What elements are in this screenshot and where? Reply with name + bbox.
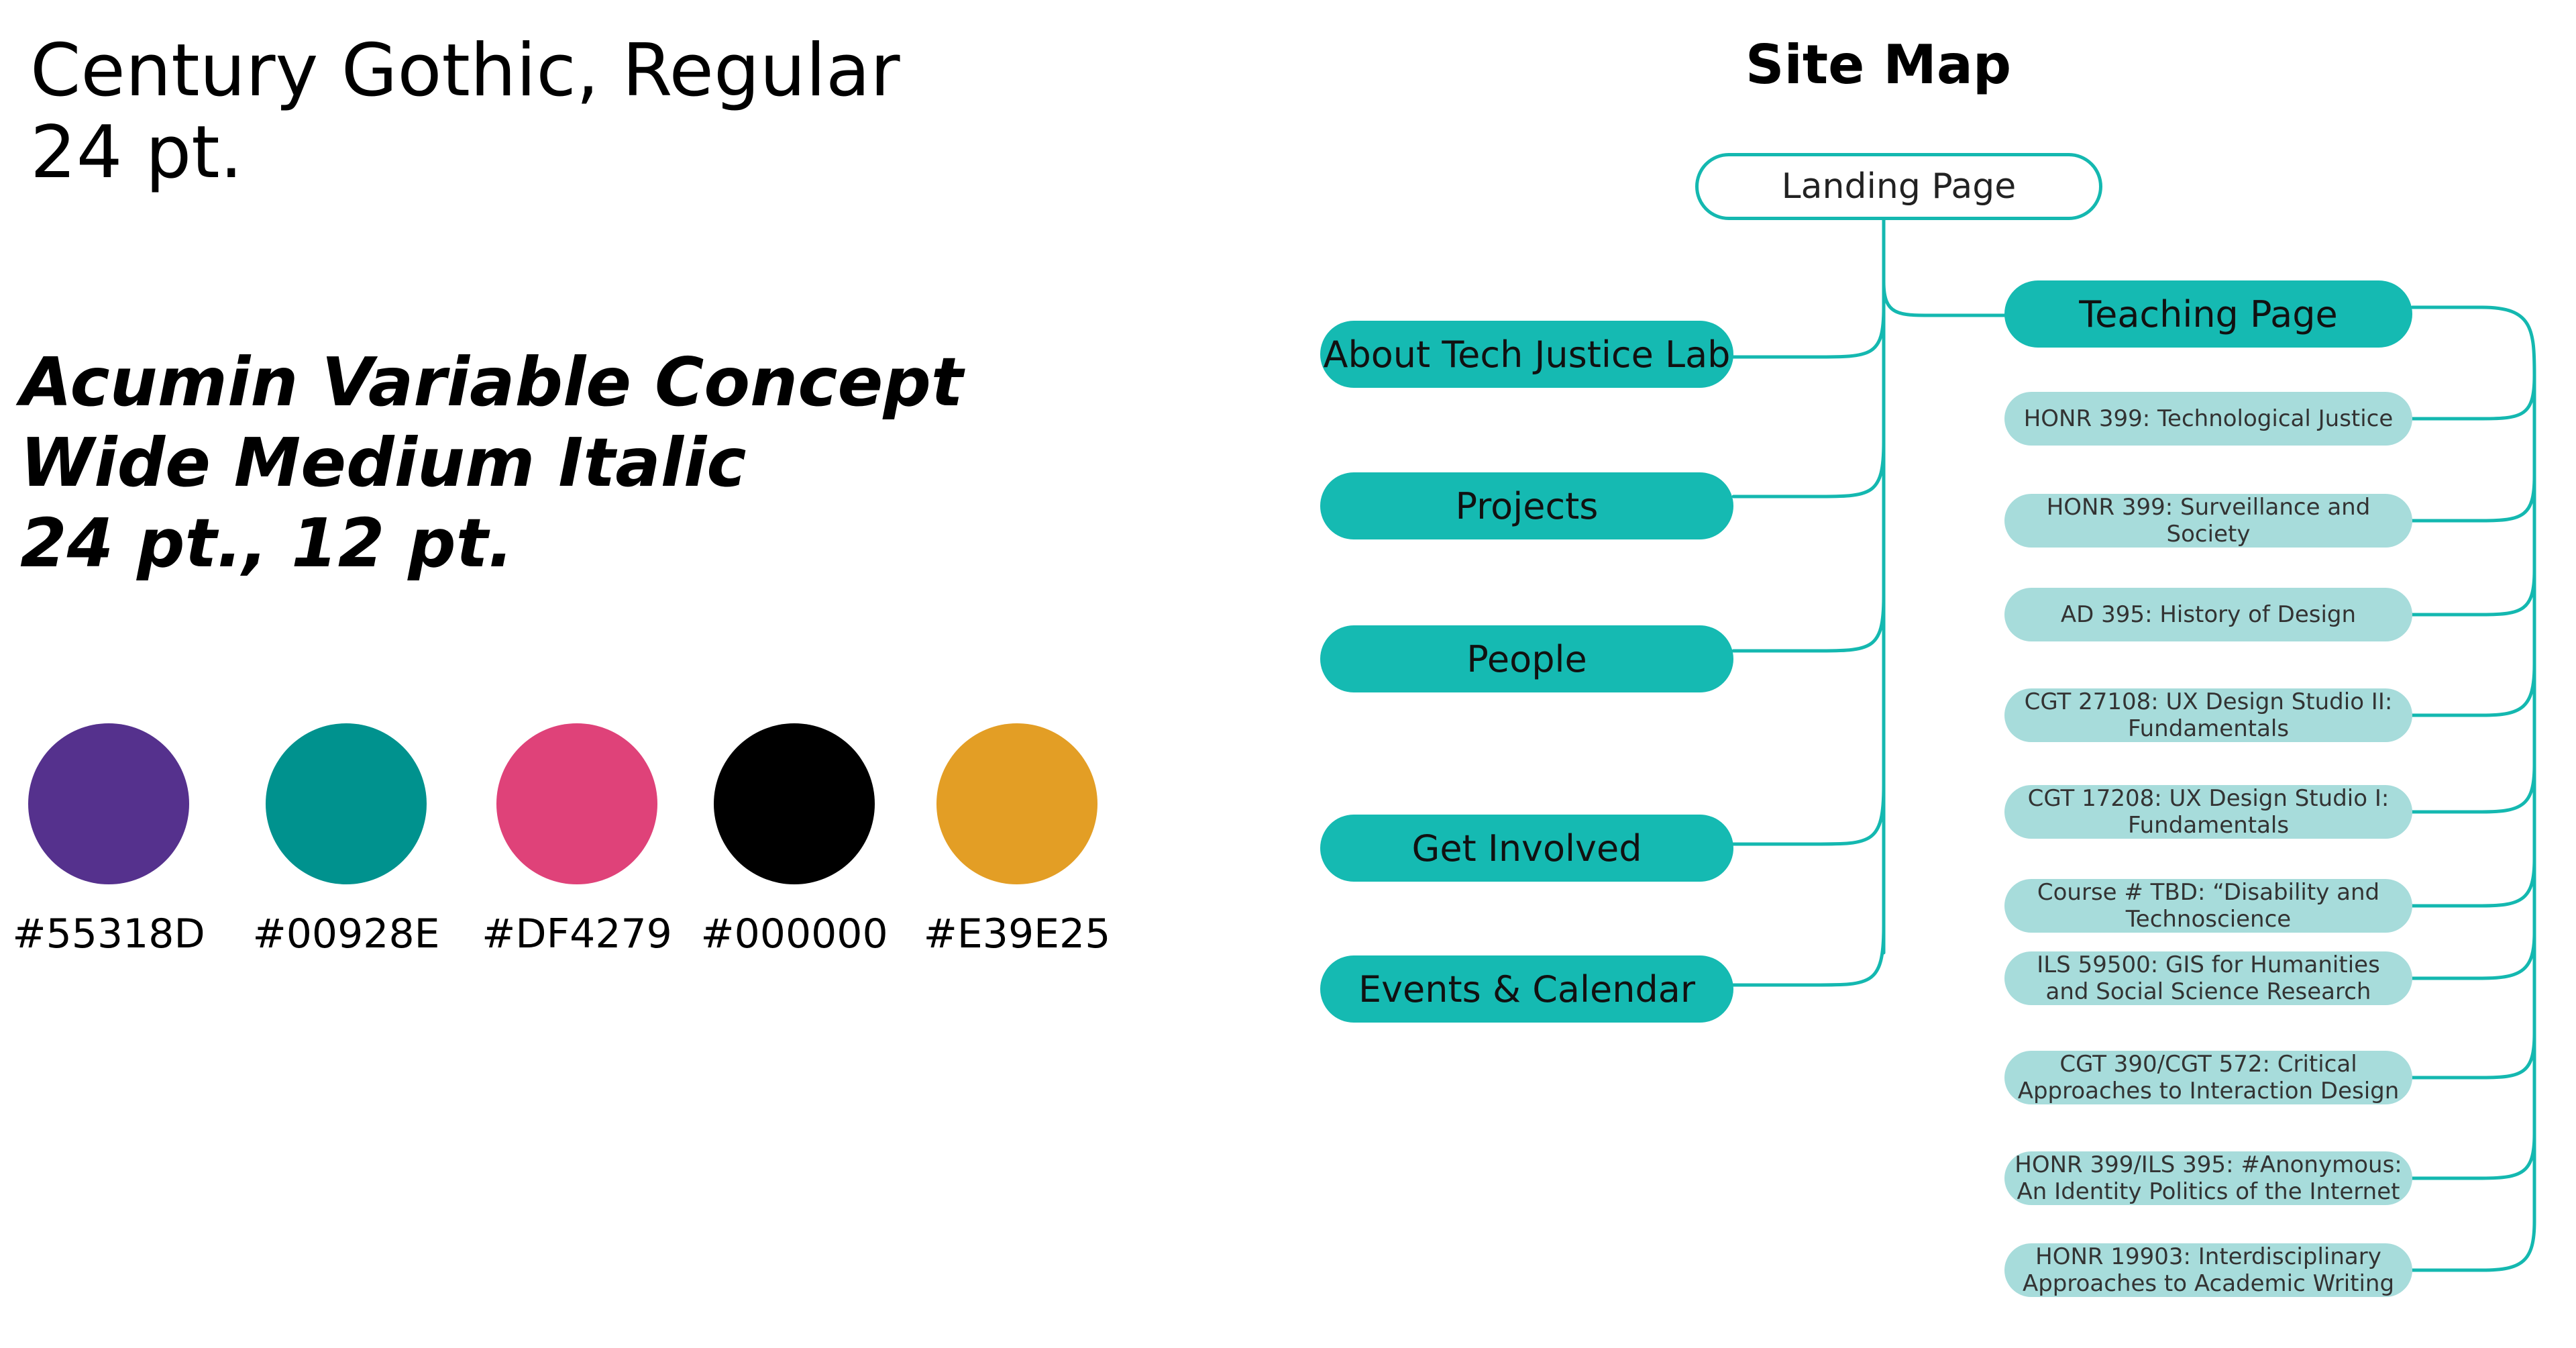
about-page-node[interactable]: About Tech Justice Lab xyxy=(1320,321,1733,388)
teaching-page-node[interactable]: Teaching Page xyxy=(2004,280,2412,348)
connector-course-3 xyxy=(2410,568,2536,617)
connector-course-5 xyxy=(2410,763,2536,814)
hex-code-teal: #00928E xyxy=(252,911,440,957)
color-swatch-purple xyxy=(28,723,189,884)
course-node[interactable]: ILS 59500: GIS for Humanities and Social… xyxy=(2004,951,2412,1005)
secondary-font-style: Wide Medium Italic xyxy=(20,423,747,502)
course-node[interactable]: HONR 399/ILS 395: #Anonymous: An Identit… xyxy=(2004,1151,2412,1205)
secondary-font-name: Acumin Variable Concept xyxy=(20,343,963,421)
connector-course-2 xyxy=(2410,474,2536,523)
projects-page-node[interactable]: Projects xyxy=(1320,472,1733,539)
course-node[interactable]: AD 395: History of Design xyxy=(2004,588,2412,641)
connector-projects xyxy=(1731,439,1886,499)
course-node[interactable]: HONR 399: Technological Justice xyxy=(2004,392,2412,446)
connector-course-8 xyxy=(2410,1031,2536,1080)
connector-course-1 xyxy=(2410,374,2536,421)
secondary-font-sizes: 24 pt., 12 pt. xyxy=(20,504,514,582)
course-node[interactable]: CGT 17208: UX Design Studio I: Fundament… xyxy=(2004,785,2412,839)
hex-code-pink: #DF4279 xyxy=(482,911,672,957)
course-node[interactable]: CGT 27108: UX Design Studio II: Fundamen… xyxy=(2004,688,2412,742)
color-swatch-pink xyxy=(496,723,657,884)
landing-page-node[interactable]: Landing Page xyxy=(1695,153,2102,220)
connector-course-6 xyxy=(2410,857,2536,908)
primary-font-spec: Century Gothic, Regular 24 pt. xyxy=(30,30,900,194)
course-spine xyxy=(2410,305,2536,1272)
primary-font-name: Century Gothic, Regular xyxy=(30,29,900,113)
primary-font-size: 24 pt. xyxy=(30,111,243,195)
course-node[interactable]: HONR 399: Surveillance and Society xyxy=(2004,494,2412,548)
hex-code-purple: #55318D xyxy=(12,911,205,957)
connector-course-4 xyxy=(2410,662,2536,717)
connector-teaching xyxy=(1882,280,2006,317)
connector-events xyxy=(1731,924,1886,987)
connector-course-7 xyxy=(2410,931,2536,980)
color-swatch-orange xyxy=(936,723,1097,884)
hex-code-black: #000000 xyxy=(700,911,888,957)
sitemap-title: Site Map xyxy=(1745,34,2012,96)
hex-code-orange: #E39E25 xyxy=(923,911,1111,957)
get-involved-page-node[interactable]: Get Involved xyxy=(1320,815,1733,882)
color-swatch-black xyxy=(714,723,875,884)
connector-people xyxy=(1731,594,1886,653)
course-node[interactable]: CGT 390/CGT 572: Critical Approaches to … xyxy=(2004,1051,2412,1104)
course-node[interactable]: Course # TBD: “Disability and Technoscie… xyxy=(2004,879,2412,933)
color-swatch-teal xyxy=(266,723,427,884)
connector-about xyxy=(1731,305,1886,359)
secondary-font-spec: Acumin Variable Concept Wide Medium Ital… xyxy=(20,342,963,584)
events-calendar-page-node[interactable]: Events & Calendar xyxy=(1320,955,1733,1023)
people-page-node[interactable]: People xyxy=(1320,625,1733,692)
course-node[interactable]: HONR 19903: Interdisciplinary Approaches… xyxy=(2004,1243,2412,1297)
connector-get-involved xyxy=(1731,783,1886,846)
connector-course-9 xyxy=(2410,1132,2536,1180)
